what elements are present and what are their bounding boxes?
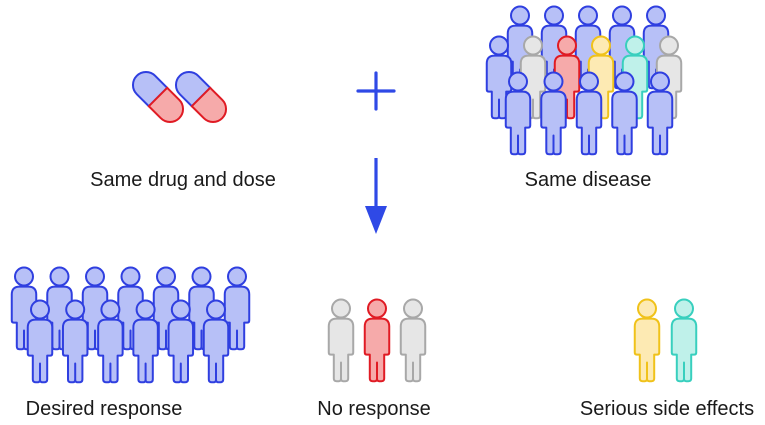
person-icon	[575, 71, 603, 156]
side-effects-group	[633, 298, 698, 383]
person-icon	[363, 298, 391, 383]
person-icon	[540, 71, 567, 156]
person-icon	[399, 298, 427, 383]
arrow-down-icon	[365, 158, 387, 234]
plus-icon	[356, 71, 396, 111]
caption-same-drug-and-dose: Same drug and dose	[90, 169, 276, 191]
person-icon	[132, 299, 159, 384]
person-icon	[97, 299, 124, 384]
person-icon	[504, 71, 532, 156]
caption-desired-response: Desired response	[25, 398, 183, 420]
capsules-group	[132, 71, 227, 123]
person-icon	[167, 299, 195, 384]
capsule-icon	[175, 71, 227, 123]
capsule-icon	[132, 71, 184, 123]
no-response-group	[327, 298, 427, 383]
person-icon	[633, 298, 661, 383]
person-icon	[202, 299, 230, 384]
people-layer	[10, 5, 698, 384]
person-icon	[26, 299, 54, 384]
caption-serious-side-effects: Serious side effects	[579, 398, 755, 420]
person-icon	[61, 299, 89, 384]
person-icon	[327, 298, 355, 383]
person-icon	[646, 71, 674, 156]
person-icon	[611, 71, 638, 156]
person-icon	[670, 298, 698, 383]
caption-no-response: No response	[317, 398, 431, 420]
caption-same-disease: Same disease	[524, 169, 652, 191]
